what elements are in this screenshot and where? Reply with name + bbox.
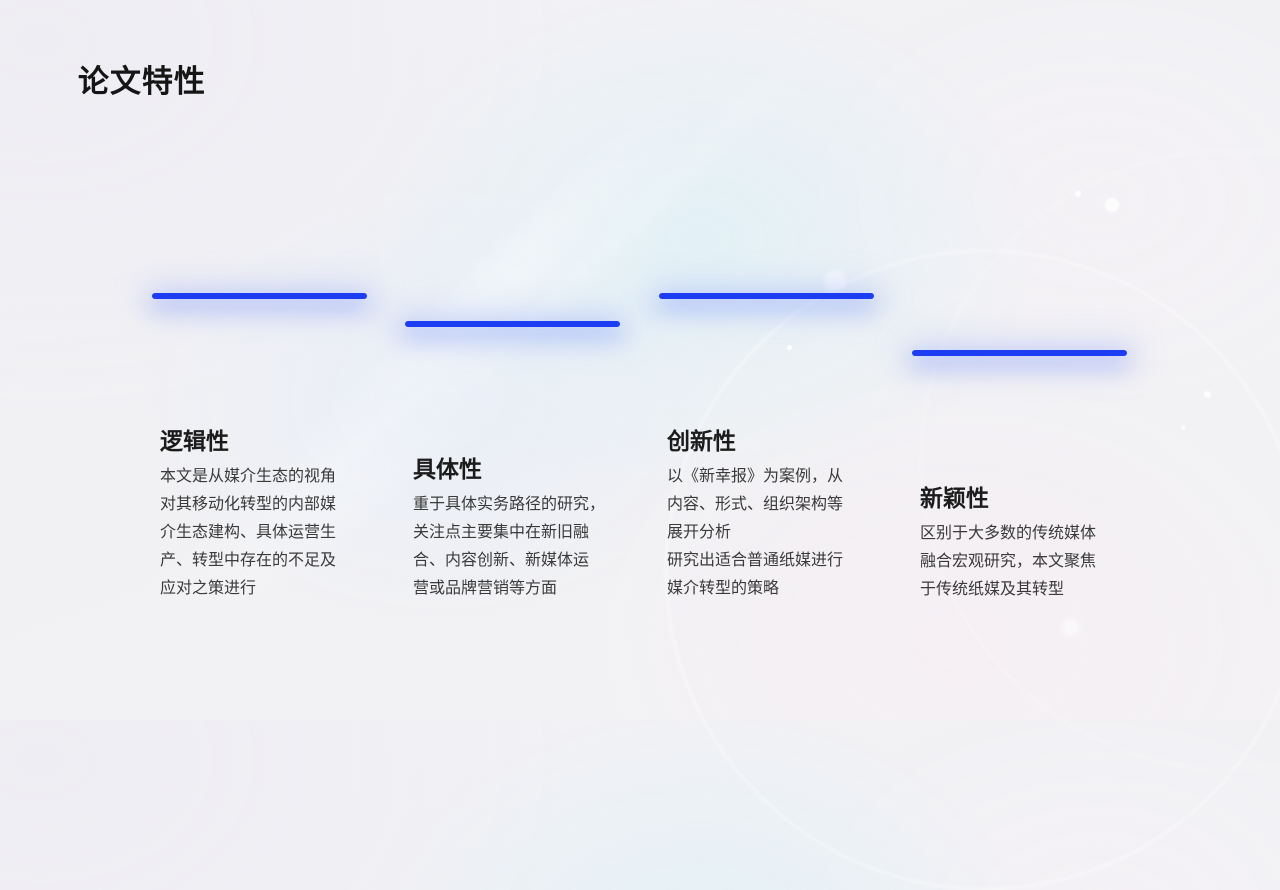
particle-dot	[1181, 425, 1186, 430]
feature-heading: 逻辑性	[160, 428, 229, 454]
accent-divider-line	[152, 293, 367, 299]
particle-dot	[1204, 391, 1211, 398]
feature-heading: 具体性	[413, 456, 482, 482]
particle-dot	[824, 270, 846, 292]
accent-divider-line	[659, 293, 874, 299]
feature-column-novelty: 新颖性 区别于大多数的传统媒体 融合宏观研究，本文聚焦 于传统纸媒及其转型	[912, 350, 1134, 604]
feature-body-text: 以《新幸报》为案例，从 内容、形式、组织架构等 展开分析 研究出适合普通纸媒进行…	[667, 468, 844, 597]
particle-dot	[1105, 198, 1119, 212]
accent-divider-line	[405, 321, 620, 327]
feature-body-text: 本文是从媒介生态的视角 对其移动化转型的内部媒 介生态建构、具体运营生 产、转型…	[160, 468, 337, 597]
accent-divider-line	[912, 350, 1127, 356]
page-title: 论文特性	[78, 64, 206, 99]
feature-column-logic: 逻辑性 本文是从媒介生态的视角 对其移动化转型的内部媒 介生态建构、具体运营生 …	[152, 293, 374, 603]
feature-column-innovation: 创新性 以《新幸报》为案例，从 内容、形式、组织架构等 展开分析 研究出适合普通…	[659, 293, 881, 603]
feature-body-text: 区别于大多数的传统媒体 融合宏观研究，本文聚焦 于传统纸媒及其转型	[920, 525, 1097, 598]
feature-heading: 新颖性	[920, 485, 989, 511]
particle-dot	[1062, 618, 1080, 636]
particle-dot	[1075, 191, 1081, 197]
feature-body-text: 重于具体实务路径的研究， 关注点主要集中在新旧融 合、内容创新、新媒体运 营或品…	[413, 496, 606, 597]
feature-column-specificity: 具体性 重于具体实务路径的研究， 关注点主要集中在新旧融 合、内容创新、新媒体运…	[405, 321, 627, 603]
feature-heading: 创新性	[667, 428, 736, 454]
